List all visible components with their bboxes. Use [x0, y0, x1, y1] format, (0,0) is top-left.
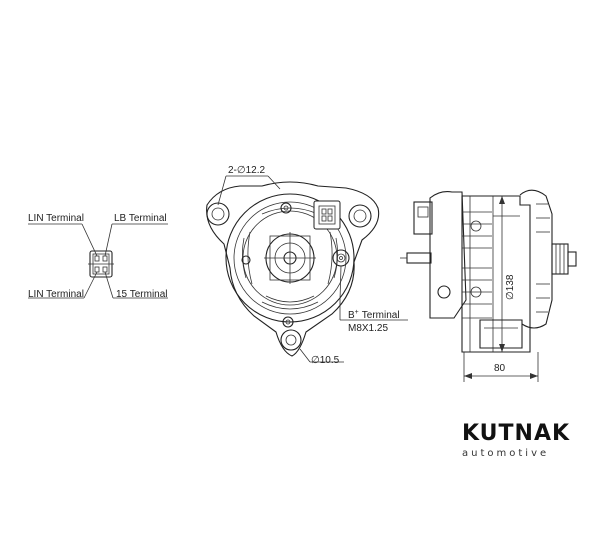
b-plus-terminal [332, 249, 350, 267]
lb-terminal-label: LB Terminal [114, 213, 167, 224]
plug-housing [413, 201, 433, 235]
side-screw [437, 285, 451, 299]
alternator-front-view: 2-∅12.2 B+Terminal M8X1.25 ∅10.5 [206, 165, 408, 366]
diameter-dimension: ∅138 [505, 274, 516, 300]
alternator-body [461, 195, 531, 353]
rear-cover [429, 191, 467, 319]
bottom-hole-spec: ∅10.5 [311, 355, 340, 366]
housing-ring-inner [233, 201, 347, 315]
lin-terminal-label: LIN Terminal [28, 289, 84, 300]
connector-pin [102, 266, 108, 273]
mounting-hole-spec: 2-∅12.2 [228, 165, 266, 176]
terminal-15-label: 15 Terminal [116, 289, 168, 300]
rear-stub [406, 252, 432, 264]
mounting-hole [206, 202, 230, 226]
connector-pin [102, 255, 108, 262]
front-bracket [519, 189, 553, 329]
thread-spec: M8X1.25 [348, 323, 388, 334]
connector-pin [94, 255, 100, 262]
connector-pin [94, 266, 100, 273]
brand-name: KUTNAK [462, 421, 570, 446]
bracket-ribs [536, 203, 550, 313]
connector-plug [313, 200, 341, 230]
width-dimension: 80 [494, 363, 506, 374]
connector-detail: LIN Terminal LB Terminal LIN Terminal 15… [28, 213, 168, 300]
brand-logo: KUTNAK automotive [462, 421, 570, 459]
mounting-hole [348, 204, 372, 228]
mounting-foot [479, 319, 523, 349]
screw [280, 202, 292, 214]
brand-tagline: automotive [462, 448, 549, 459]
screw [282, 316, 294, 328]
b-plus-label: B+Terminal [348, 309, 400, 321]
alternator-side-view: ∅138 80 [400, 189, 577, 382]
lin-terminal-label: LIN Terminal [28, 213, 84, 224]
screw [241, 255, 251, 265]
cooling-fins [462, 211, 492, 319]
shaft-nut [567, 251, 577, 267]
bottom-mounting-hole [280, 329, 302, 351]
